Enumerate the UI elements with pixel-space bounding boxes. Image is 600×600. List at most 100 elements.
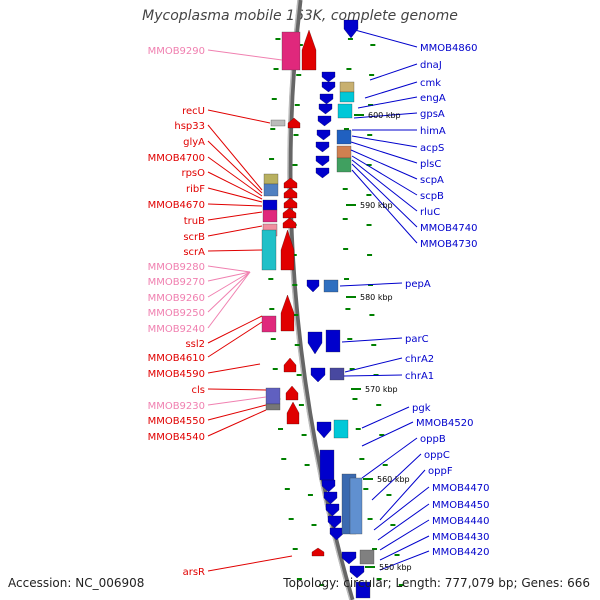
leader-line <box>207 211 263 221</box>
reverse-gene-arrow <box>321 479 336 493</box>
tick-mark <box>293 314 299 316</box>
gene-label-left: ribF <box>186 184 205 195</box>
gene-label-right: plsC <box>420 159 441 170</box>
leader-line <box>379 535 430 561</box>
gene-feature-box <box>270 119 286 127</box>
leader-line <box>351 163 418 228</box>
tick-mark <box>367 254 373 256</box>
leader-line <box>207 49 283 61</box>
gene-label-right: MMOB4520 <box>416 418 473 429</box>
gene-label-left: MMOB4540 <box>148 432 205 443</box>
tick-mark <box>372 548 378 550</box>
leader-line <box>207 555 293 572</box>
leader-line <box>207 271 251 298</box>
pseudo-gene-box <box>281 31 301 71</box>
reverse-gene-arrow <box>318 103 333 115</box>
gene-feature-box <box>265 387 281 405</box>
tick-mark <box>347 338 353 340</box>
reverse-gene-arrow <box>321 81 336 93</box>
leader-line <box>207 249 263 252</box>
gene-label-left: ssl2 <box>185 339 205 350</box>
gene-feature-box <box>339 91 355 103</box>
tick-mark <box>288 518 294 520</box>
topology-text: Topology: circular; Length: 777,079 bp; … <box>283 576 590 590</box>
forward-gene-arrow <box>280 294 295 332</box>
tick-mark <box>369 314 375 316</box>
tick-mark <box>278 428 284 430</box>
tick-mark <box>367 134 373 136</box>
scale-label: 600 kbp <box>368 111 401 120</box>
reverse-gene-arrow <box>306 279 320 293</box>
gene-feature-box <box>265 403 281 411</box>
leader-line <box>379 519 430 551</box>
reverse-gene-arrow <box>325 503 340 517</box>
tick-mark <box>275 38 281 40</box>
forward-gene-arrow <box>282 217 297 229</box>
tick-mark <box>296 374 302 376</box>
reverse-gene-arrow <box>329 527 344 541</box>
gene-label-left: MMOB9260 <box>148 293 205 304</box>
tick-mark <box>307 494 313 496</box>
leader-line <box>361 437 418 479</box>
scale-label: 590 kbp <box>360 201 393 210</box>
tick-mark <box>379 434 385 436</box>
gene-label-right: MMOB4470 <box>432 483 489 494</box>
gene-label-right: rluC <box>420 207 440 218</box>
tick-mark <box>294 344 300 346</box>
leader-line <box>207 271 251 313</box>
tick-marks <box>267 38 404 586</box>
gene-feature-box <box>323 279 339 293</box>
leader-line <box>207 396 267 406</box>
tick-mark <box>382 464 388 466</box>
gene-label-right: scpA <box>420 175 444 186</box>
tick-mark <box>296 578 302 580</box>
reverse-gene-arrow <box>323 491 338 505</box>
scale-tick <box>363 478 373 480</box>
leader-line <box>207 321 263 358</box>
scale-label: 560 kbp <box>377 475 410 484</box>
gene-features <box>261 19 375 599</box>
tick-mark <box>292 548 298 550</box>
leader-line <box>207 140 263 194</box>
leader-line <box>344 357 403 373</box>
tick-mark <box>343 128 349 130</box>
gene-label-left: truB <box>184 216 205 227</box>
gene-label-right: pepA <box>405 279 431 290</box>
tick-mark <box>301 434 307 436</box>
gene-label-left: MMOB4700 <box>148 153 205 164</box>
scale-tick <box>346 296 356 298</box>
tick-mark <box>269 158 275 160</box>
tick-mark <box>347 38 353 40</box>
gene-label-right: MMOB4440 <box>432 516 489 527</box>
gene-feature-box <box>263 183 279 197</box>
reverse-gene-arrow <box>319 93 334 105</box>
leader-line <box>364 81 418 99</box>
reverse-gene-arrow <box>327 515 342 529</box>
tick-mark <box>293 134 299 136</box>
gene-feature-box <box>333 419 349 439</box>
gene-feature-box <box>263 173 279 185</box>
tick-mark <box>271 98 277 100</box>
gene-feature-box <box>359 549 375 565</box>
leader-line <box>343 374 403 377</box>
gene-label-left: rpsO <box>181 168 205 179</box>
gene-label-left: MMOB4590 <box>148 369 205 380</box>
reverse-gene-arrow <box>310 367 326 383</box>
reverse-gene-arrow <box>321 71 336 83</box>
leader-line <box>369 63 418 81</box>
leader-line <box>351 169 418 244</box>
gene-label-right: MMOB4420 <box>432 547 489 558</box>
scale-tick <box>354 114 364 116</box>
leader-line <box>207 271 251 329</box>
tick-mark <box>345 308 351 310</box>
tick-mark <box>343 248 349 250</box>
leader-line <box>377 503 430 541</box>
leader-line <box>207 271 251 282</box>
tick-mark <box>370 44 376 46</box>
gene-label-left: MMOB4550 <box>148 416 205 427</box>
gene-label-right: MMOB4450 <box>432 500 489 511</box>
gene-label-right: MMOB4860 <box>420 43 477 54</box>
tick-mark <box>292 284 298 286</box>
tick-mark <box>346 68 352 70</box>
gene-feature-box <box>262 209 278 223</box>
